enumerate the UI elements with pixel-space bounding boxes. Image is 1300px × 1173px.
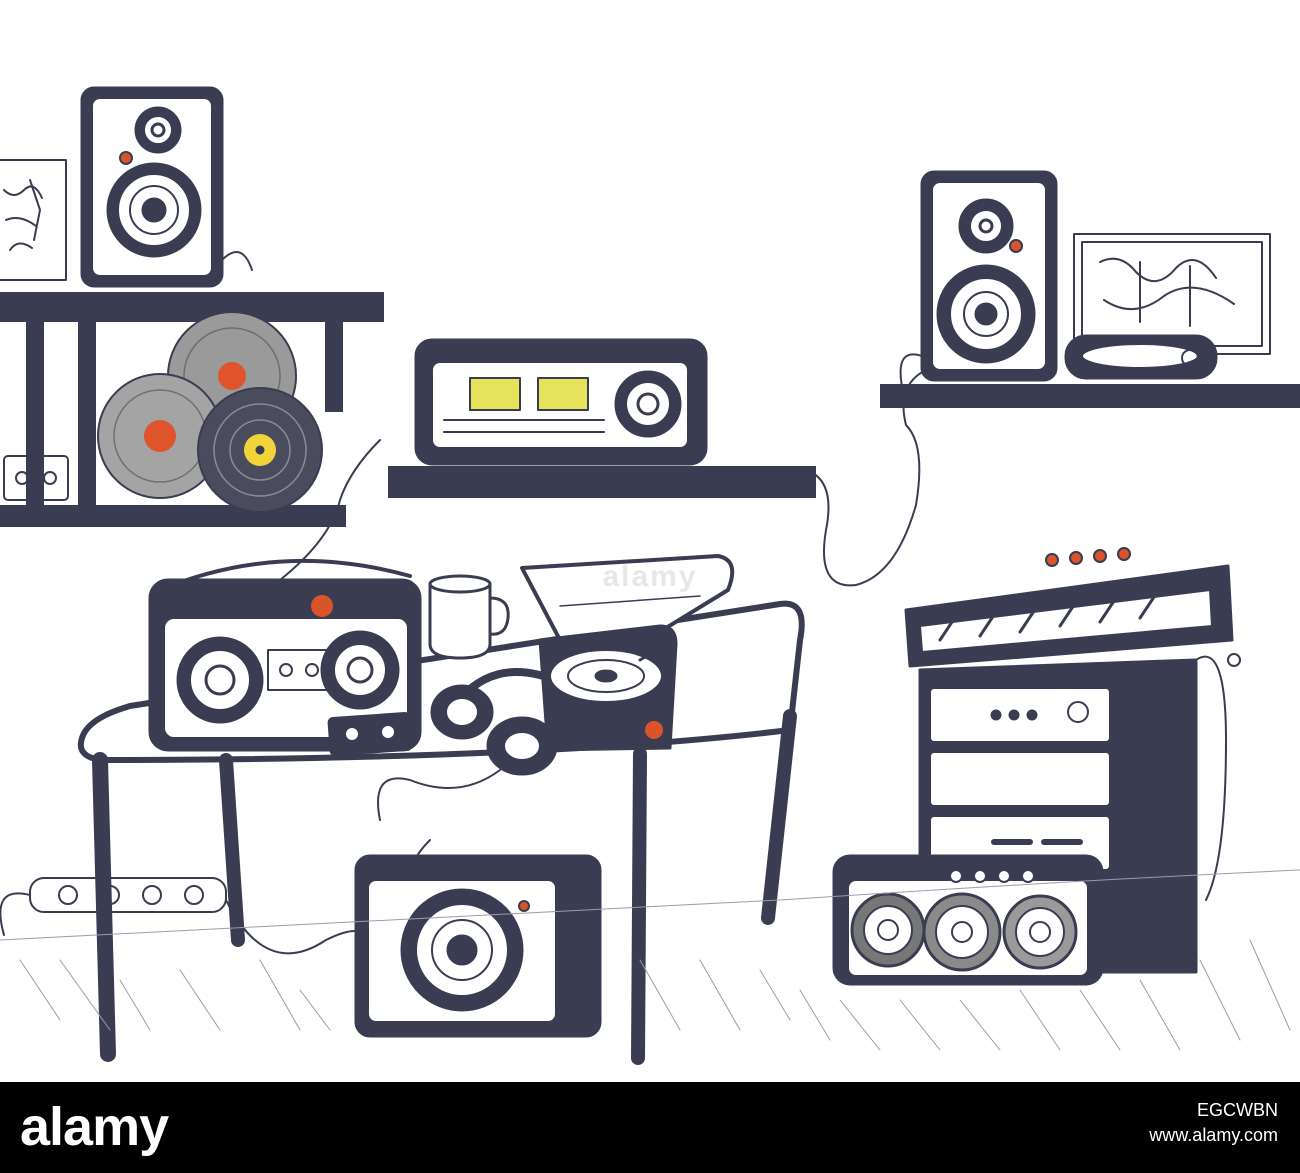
music-room-sketch [0,86,1300,1065]
radio-middle [414,338,708,466]
floor-hatching [0,869,1300,1051]
power-strip [0,877,227,936]
right-shelf [880,384,1300,408]
framed-picture-left [0,159,67,281]
footer-bar: alamy EGCWBN www.alamy.com [0,1082,1300,1173]
boombox [148,558,422,752]
speaker-top-left [80,86,253,288]
footer-meta: EGCWBN www.alamy.com [1149,1100,1278,1146]
middle-shelf [388,466,816,498]
top-left-shelf [0,292,384,527]
vinyl-records [97,311,323,513]
mug [428,574,510,660]
image-id: EGCWBN [1197,1100,1278,1120]
footer-logo[interactable]: alamy [20,1097,169,1157]
turntable [520,554,735,752]
cassette-on-table [327,712,413,756]
floor-speaker [354,854,602,1038]
footer-url[interactable]: www.alamy.com [1149,1125,1278,1145]
cassette-tape-shelf [3,455,69,501]
speaker-top-right [920,170,1058,382]
small-device-right-shelf [1064,334,1218,380]
small-amplifier [832,854,1104,986]
